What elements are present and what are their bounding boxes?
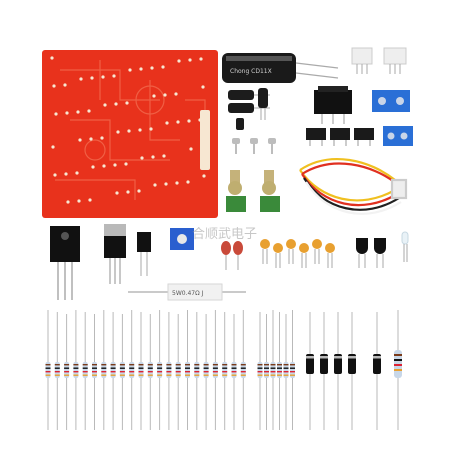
electrolytic-capacitor-large: Chong CD11X xyxy=(222,53,339,83)
resistor xyxy=(147,314,153,430)
ceramic-capacitor xyxy=(286,239,296,249)
heatsink xyxy=(314,86,352,124)
white-connectors xyxy=(351,47,407,74)
ceramic-capacitor xyxy=(325,243,335,253)
resistor xyxy=(82,312,88,430)
resistor-array xyxy=(45,310,295,430)
diode xyxy=(334,312,342,430)
resistor xyxy=(138,312,144,430)
resistor xyxy=(92,314,97,430)
resistor xyxy=(231,314,237,430)
resistor-large xyxy=(394,310,402,430)
diode xyxy=(373,312,381,430)
power-resistor-label: 5W0.47Ω J xyxy=(172,290,204,297)
resistor xyxy=(166,312,172,430)
screws xyxy=(232,138,276,154)
wire-harness xyxy=(299,158,408,215)
resistor xyxy=(54,312,60,430)
ceramic-capacitor xyxy=(299,243,309,253)
resistor xyxy=(257,312,263,430)
resistor xyxy=(157,310,163,430)
resistor xyxy=(119,314,125,430)
capacitor-label: Chong CD11X xyxy=(230,68,272,75)
resistor xyxy=(290,310,295,430)
ceramic-capacitor xyxy=(260,239,270,249)
resistor xyxy=(101,310,107,430)
resistor xyxy=(212,310,218,430)
watermark-text: 合顺武电子 xyxy=(192,227,257,242)
resistor xyxy=(264,314,269,430)
resistor xyxy=(283,314,289,430)
resistor xyxy=(240,310,246,430)
ceramic-power-resistor: 5W0.47Ω J xyxy=(128,283,246,301)
small-electrolytic-capacitors xyxy=(228,88,270,130)
resistor xyxy=(45,310,51,430)
resistor xyxy=(73,310,79,430)
small-capacitors xyxy=(221,241,243,270)
resistor xyxy=(277,312,282,430)
ceramic-capacitor xyxy=(312,239,322,249)
power-transistors xyxy=(50,224,151,300)
diode xyxy=(306,312,314,430)
resistor xyxy=(194,312,200,430)
resistor xyxy=(129,310,135,430)
resistor xyxy=(185,310,190,430)
resistor xyxy=(203,314,209,430)
led xyxy=(401,231,409,262)
resistor xyxy=(270,310,276,430)
resistor xyxy=(222,312,228,430)
ceramic-capacitor xyxy=(273,243,283,253)
resistor xyxy=(64,314,70,430)
pcb-board xyxy=(42,50,218,218)
trimmer-potentiometer xyxy=(170,228,194,250)
resistor xyxy=(175,314,181,430)
potentiometers xyxy=(226,170,280,212)
diode-array xyxy=(306,310,402,430)
resistor xyxy=(110,312,116,430)
diode xyxy=(320,312,328,430)
terminal-block-bottom xyxy=(383,126,413,146)
terminal-block-top xyxy=(372,90,410,112)
ceramic-capacitors xyxy=(260,239,335,268)
diode xyxy=(348,312,356,430)
small-transistors xyxy=(356,238,386,268)
ic-chips xyxy=(306,128,374,146)
